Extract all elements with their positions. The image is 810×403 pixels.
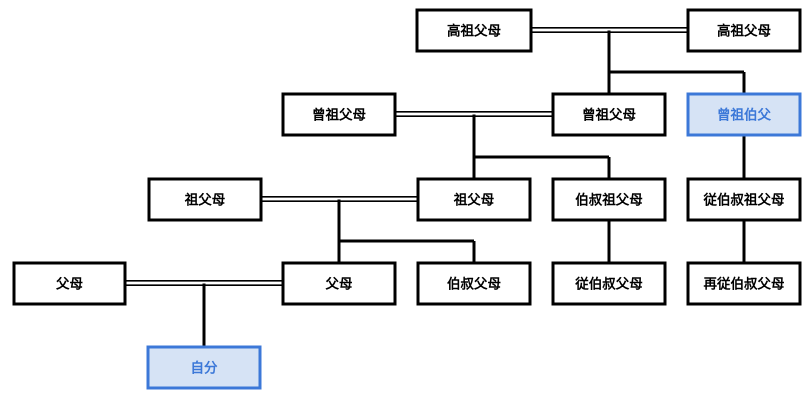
node-label-n8: 伯叔祖父母 [575,192,643,209]
node-box-n10[interactable] [12,261,127,306]
node-label-n4: 曾祖父母 [582,107,636,124]
node-n11[interactable]: 父母 [281,261,397,306]
node-label-n1: 高祖父母 [447,23,501,40]
node-n8[interactable]: 伯叔祖父母 [551,177,667,222]
node-n1[interactable]: 高祖父母 [415,8,533,53]
node-label-n2: 高祖父母 [717,23,771,40]
node-label-n10: 父母 [55,277,83,293]
node-label-n12: 伯叔父母 [447,276,501,293]
node-n9[interactable]: 従伯叔祖父母 [686,177,802,222]
node-n3[interactable]: 曾祖父母 [281,92,397,137]
node-box-n5[interactable] [686,92,802,137]
node-box-n14[interactable] [686,261,802,306]
node-n2[interactable]: 高祖父母 [686,8,802,53]
node-box-n13[interactable] [551,261,667,306]
node-box-n11[interactable] [281,261,397,306]
node-n13[interactable]: 従伯叔父母 [551,261,667,306]
node-n15[interactable]: 自分 [146,345,262,390]
node-n12[interactable]: 伯叔父母 [416,261,532,306]
node-label-n11: 父母 [325,277,353,293]
node-box-n12[interactable] [416,261,532,306]
node-label-n7: 祖父母 [453,192,495,209]
node-label-n6: 祖父母 [184,192,226,209]
node-box-n8[interactable] [551,177,667,222]
node-box-n7[interactable] [416,177,532,222]
node-n14[interactable]: 再従伯叔父母 [686,261,802,306]
node-n5[interactable]: 曾祖伯父 [686,92,802,137]
node-box-n3[interactable] [281,92,397,137]
connector-lines-group [125,26,746,347]
node-label-n3: 曾祖父母 [312,107,366,124]
node-label-n13: 従伯叔父母 [574,276,643,293]
node-label-n15: 自分 [191,360,218,377]
node-box-n6[interactable] [147,177,263,222]
node-n10[interactable]: 父母 [12,261,127,306]
node-n4[interactable]: 曾祖父母 [551,92,667,137]
node-label-n5: 曾祖伯父 [717,107,771,124]
node-box-n4[interactable] [551,92,667,137]
node-box-n15[interactable] [146,345,262,390]
node-label-n9: 従伯叔祖父母 [703,192,785,209]
node-box-n2[interactable] [686,8,802,53]
node-label-n14: 再従伯叔父母 [704,276,785,293]
node-box-n1[interactable] [415,8,533,53]
node-n6[interactable]: 祖父母 [147,177,263,222]
node-box-n9[interactable] [686,177,802,222]
node-n7[interactable]: 祖父母 [416,177,532,222]
